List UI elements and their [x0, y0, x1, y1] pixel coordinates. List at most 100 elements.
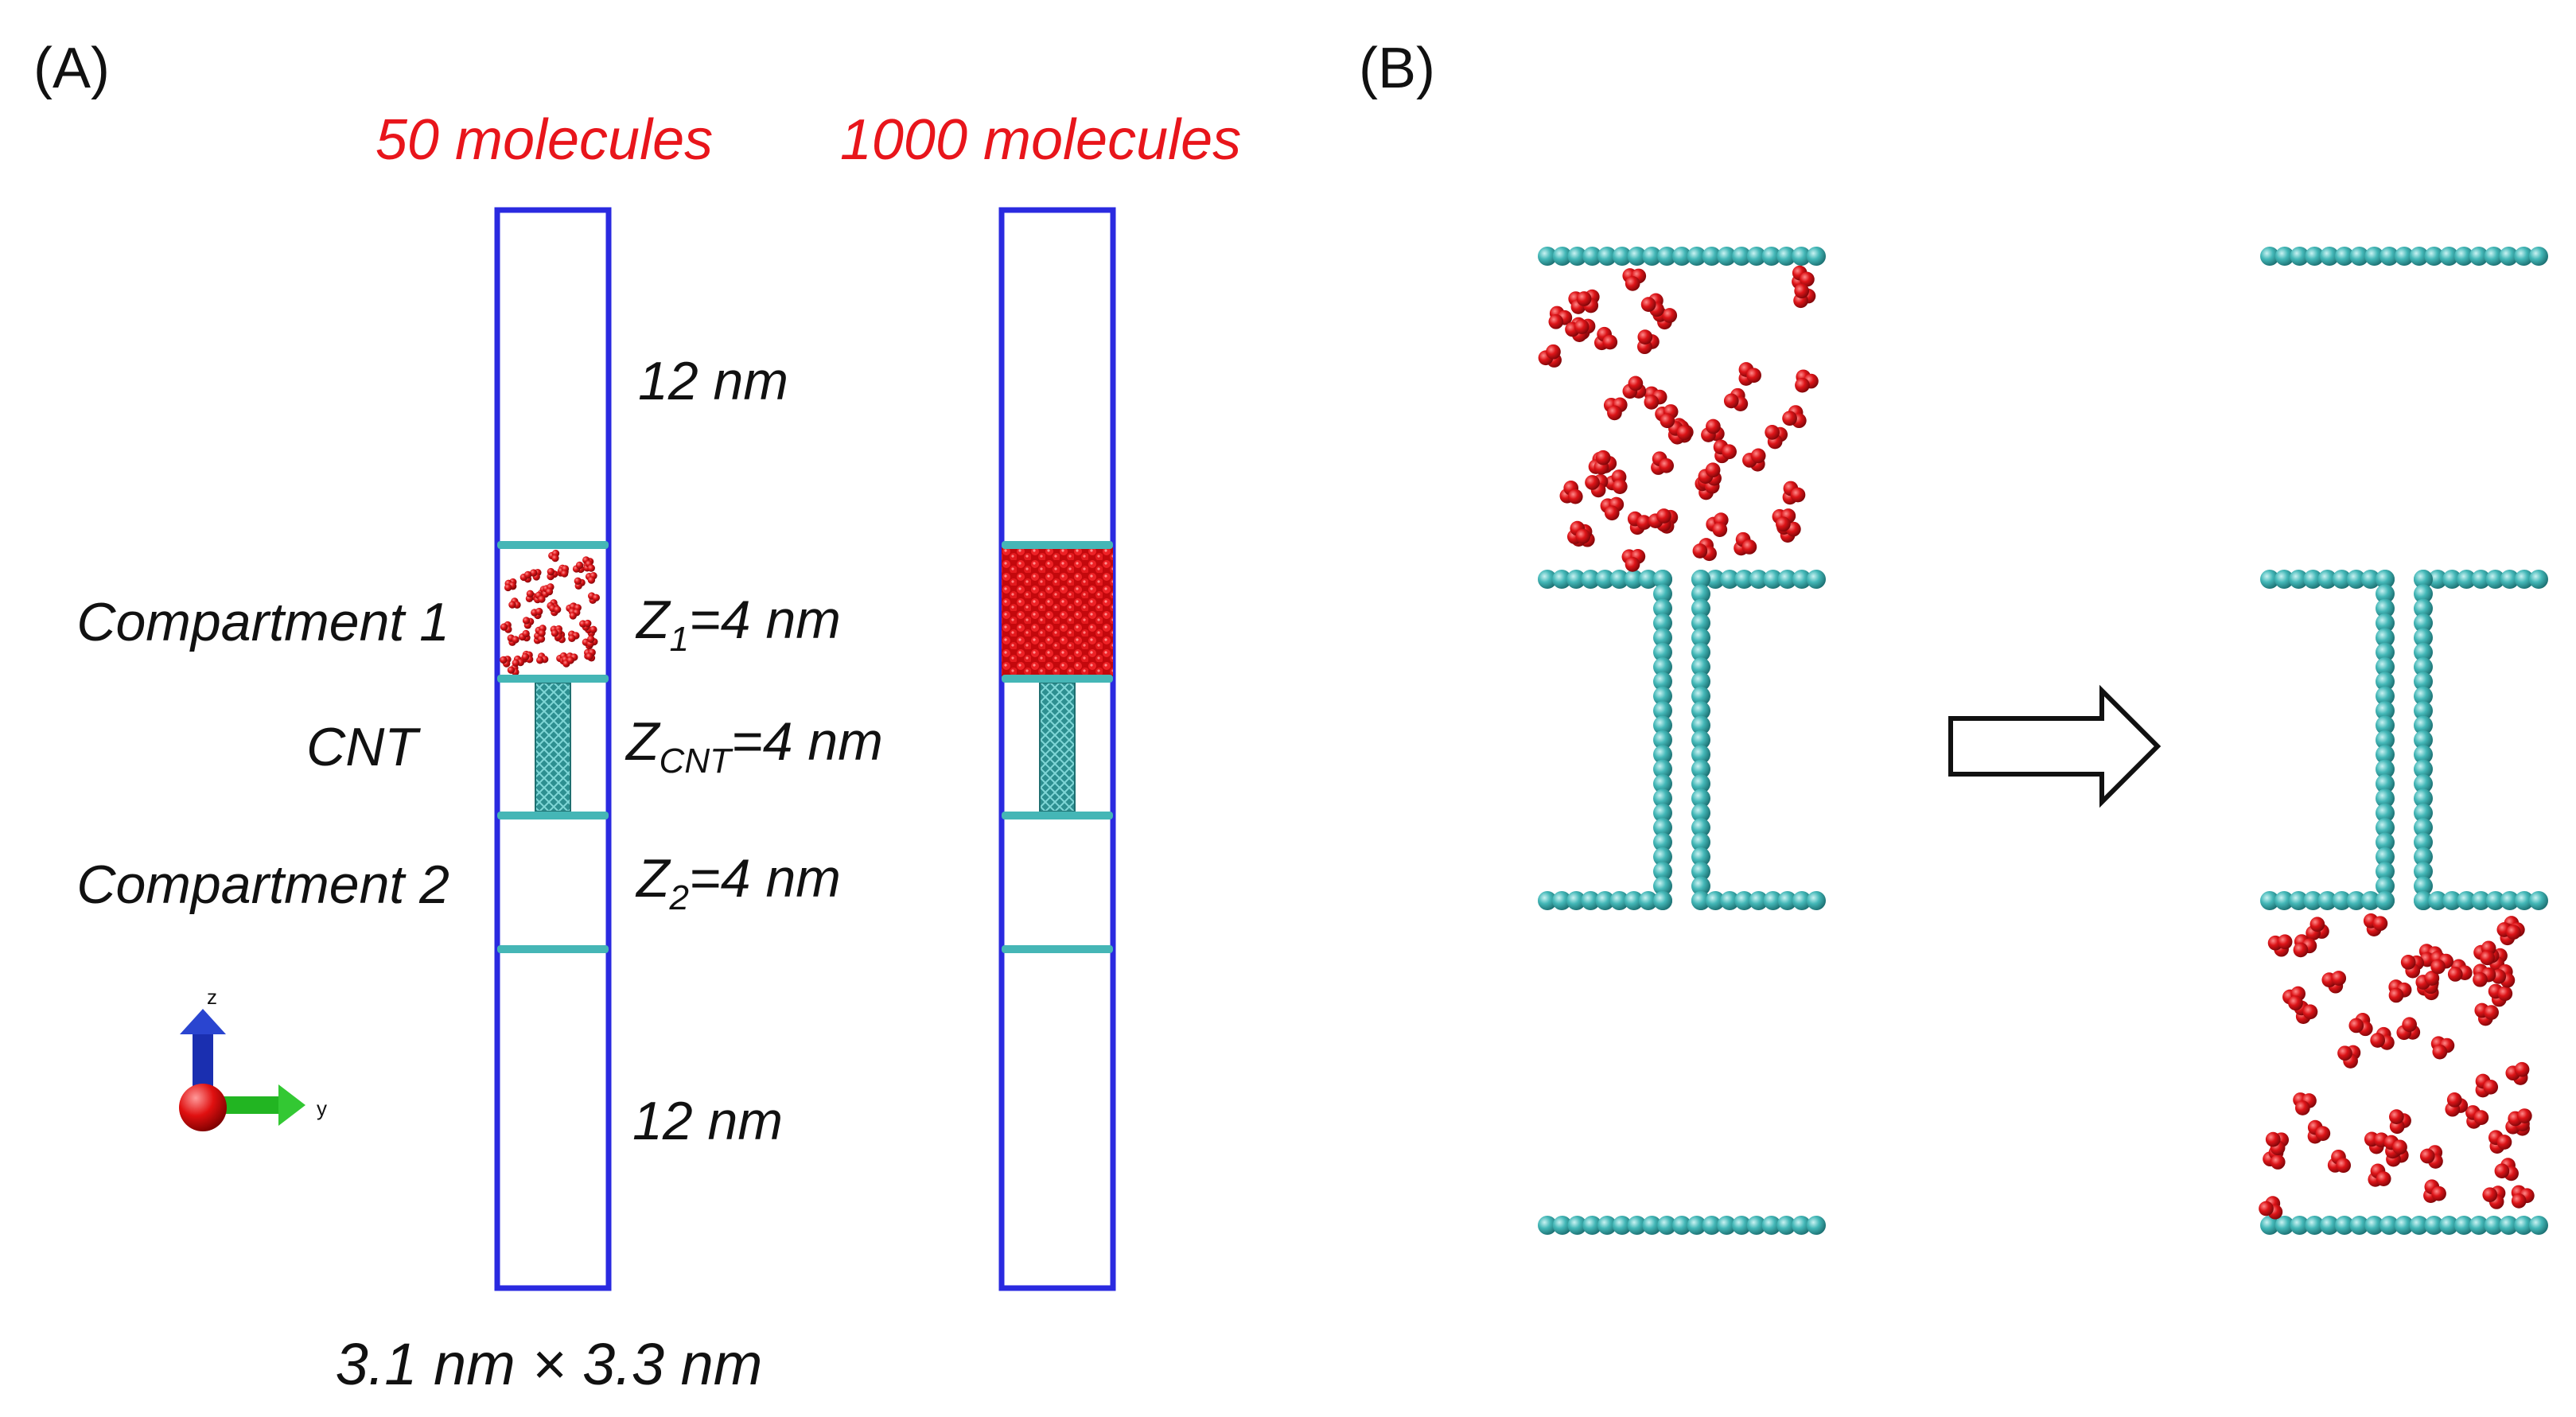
carbon-atom	[1552, 570, 1572, 589]
gas-molecule	[2473, 963, 2496, 987]
carbon-atom	[1734, 891, 1754, 910]
label-z1: Z1=4 nm	[635, 590, 841, 659]
carbon-atom	[1691, 745, 1710, 765]
gas-molecule	[585, 625, 597, 637]
carbon-atom	[1702, 1216, 1722, 1235]
carbon-atom	[1691, 730, 1710, 749]
gas-molecule	[2419, 1145, 2443, 1169]
z2-main: Z	[635, 848, 671, 909]
carbon-atom	[1749, 891, 1769, 910]
carbon-atom	[2529, 1216, 2548, 1235]
carbon-atom	[1552, 247, 1572, 266]
carbon-atom	[1691, 788, 1710, 808]
carbon-atom	[1691, 803, 1710, 823]
carbon-atom	[2320, 1216, 2340, 1235]
carbon-atom	[2376, 584, 2395, 604]
gas-molecule	[2465, 1105, 2489, 1129]
gas-molecule	[2368, 1163, 2391, 1187]
gas-molecule	[2383, 1135, 2407, 1159]
gas-molecule	[1640, 293, 1664, 317]
carbon-atom	[2376, 730, 2395, 749]
carbon-atom	[2376, 657, 2395, 677]
gas-molecule	[585, 571, 597, 584]
carbon-atom	[1653, 701, 1672, 721]
carbon-atom	[1582, 247, 1602, 266]
gas-molecule	[557, 565, 570, 578]
carbon-atom	[1672, 247, 1691, 266]
carbon-atom	[2376, 759, 2395, 779]
carbon-atom	[2428, 891, 2448, 910]
carbon-atom	[2376, 832, 2395, 852]
zcnt-sub: CNT	[660, 742, 734, 781]
gas-molecule	[2267, 934, 2293, 957]
carbon-atom	[2376, 818, 2395, 838]
carbon-atom	[2414, 891, 2433, 910]
graphene-sheet	[497, 945, 609, 953]
gas-molecule	[531, 607, 543, 620]
carbon-atom	[2409, 1216, 2429, 1235]
gas-molecule	[1734, 531, 1757, 556]
carbon-atom	[1653, 745, 1672, 765]
carbon-atom	[1597, 247, 1617, 266]
gas-molecule	[2337, 1045, 2361, 1069]
carbon-atom	[1776, 1216, 1796, 1235]
carbon-atom	[2485, 570, 2505, 589]
carbon-atom	[1720, 570, 1740, 589]
gas-molecule	[1772, 508, 1796, 532]
carbon-atom	[1763, 570, 1783, 589]
carbon-atom	[2376, 628, 2395, 648]
carbon-atom	[2414, 628, 2433, 648]
carbon-atom	[2529, 247, 2548, 266]
carbon-atom	[1672, 1216, 1691, 1235]
carbon-atom	[2414, 788, 2433, 808]
carbon-atom	[2471, 570, 2491, 589]
carbon-atom	[2499, 1216, 2519, 1235]
gas-molecule	[500, 656, 512, 668]
gas-molecule	[1723, 387, 1749, 411]
gas-molecule	[568, 608, 581, 620]
molecules-compartment-1	[500, 549, 600, 676]
carbon-atom	[1691, 759, 1710, 779]
gas-molecule	[583, 560, 595, 572]
carbon-atom	[1706, 891, 1726, 910]
carbon-atom	[2469, 1216, 2488, 1235]
gas-molecule	[508, 598, 521, 609]
carbon-atom	[2376, 803, 2395, 823]
carbon-atom	[2414, 613, 2433, 633]
gas-molecule	[2415, 971, 2440, 995]
carbon-atom	[2414, 657, 2433, 677]
cnt-tube	[1039, 682, 1076, 812]
carbon-atom	[2499, 247, 2519, 266]
carbon-atom	[1653, 642, 1672, 662]
carbon-atom	[1792, 247, 1811, 266]
transition-arrow	[1948, 684, 2162, 808]
carbon-atom	[1627, 247, 1647, 266]
gas-molecule	[2491, 964, 2516, 988]
gas-molecule	[512, 655, 524, 667]
zcnt-main: Z	[625, 711, 661, 772]
carbon-atom	[1691, 701, 1710, 721]
carbon-atom	[2274, 247, 2294, 266]
carbon-atom	[2376, 862, 2395, 882]
carbon-atom	[1653, 730, 1672, 749]
carbon-atom	[2395, 1216, 2414, 1235]
title-1000-molecules: 1000 molecules	[840, 108, 1241, 172]
carbon-atom	[1538, 247, 1557, 266]
carbon-atom	[2414, 759, 2433, 779]
carbon-atom	[1567, 247, 1587, 266]
carbon-atom	[2414, 672, 2433, 691]
carbon-atom	[1581, 570, 1601, 589]
carbon-atom	[1734, 570, 1754, 589]
carbon-atom	[2360, 891, 2380, 910]
gas-molecule	[2505, 1061, 2530, 1085]
carbon-atom	[2332, 570, 2352, 589]
gas-molecule	[2430, 1036, 2455, 1060]
carbon-atom	[1653, 832, 1672, 852]
graphene-sheet	[1002, 812, 1113, 819]
carbon-atom	[1653, 847, 1672, 866]
carbon-atom	[2349, 247, 2369, 266]
gas-molecule	[2400, 954, 2424, 979]
carbon-atom	[1807, 247, 1826, 266]
carbon-atom	[2376, 672, 2395, 691]
graphene-sheet	[1002, 945, 1113, 953]
